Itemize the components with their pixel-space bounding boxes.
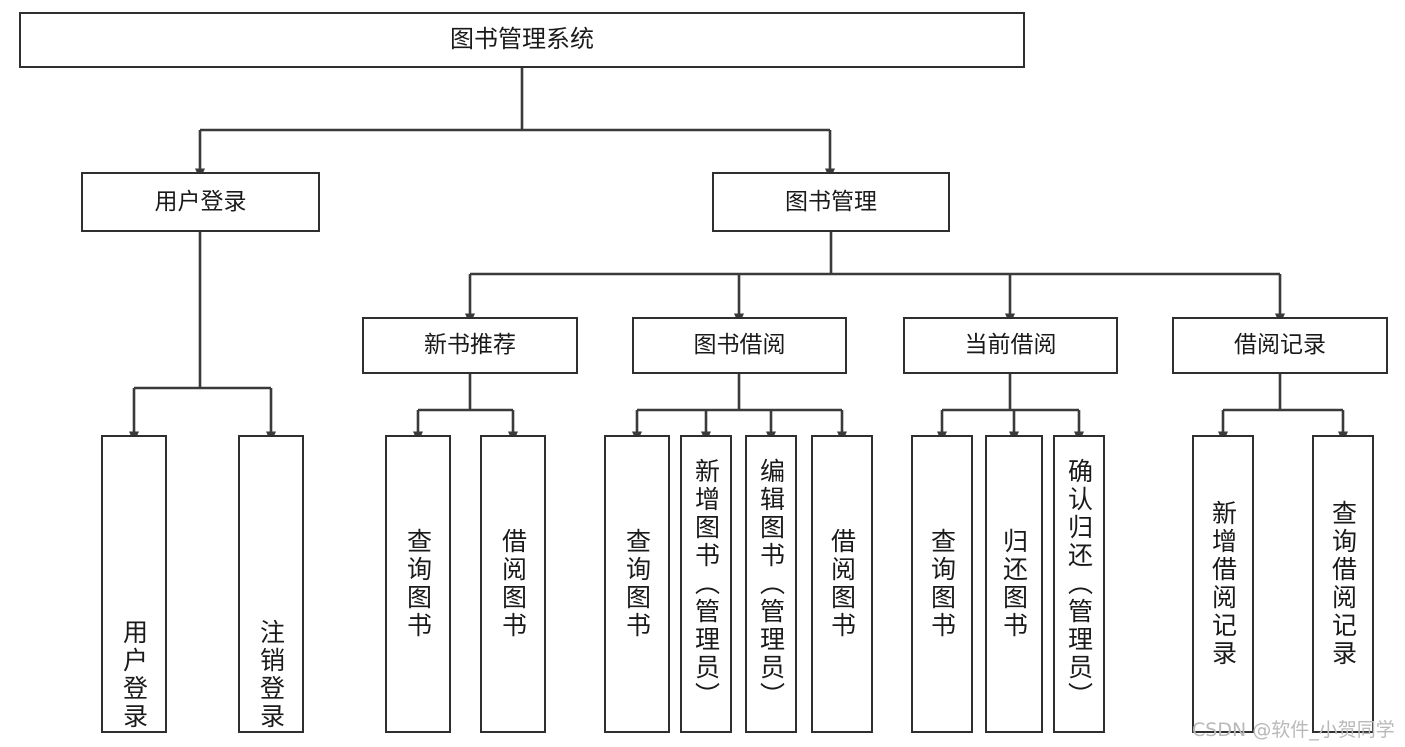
node-leaf-5[interactable]: 新增图书（管理员） bbox=[680, 435, 732, 733]
node-leaf-6[interactable]: 编辑图书（管理员） bbox=[745, 435, 797, 733]
node-leaf-3[interactable]: 借阅图书 bbox=[480, 435, 546, 733]
node-leaf-9[interactable]: 归还图书 bbox=[985, 435, 1043, 733]
node-leaf-12[interactable]: 查询借阅记录 bbox=[1312, 435, 1374, 733]
csdn-watermark: CSDN @软件_小贺同学 bbox=[1192, 719, 1395, 741]
node-label: 图书借阅 bbox=[693, 332, 786, 359]
node-leaf-8[interactable]: 查询图书 bbox=[911, 435, 973, 733]
node-level3-1[interactable]: 图书借阅 bbox=[632, 317, 847, 374]
node-label: 当前借阅 bbox=[964, 332, 1057, 359]
node-leaf-11[interactable]: 新增借阅记录 bbox=[1192, 435, 1254, 733]
node-label: 归还图书 bbox=[999, 528, 1029, 640]
node-level2-1[interactable]: 图书管理 bbox=[712, 172, 950, 232]
node-label: 新书推荐 bbox=[424, 332, 516, 359]
node-label: 新增图书（管理员） bbox=[691, 458, 721, 710]
node-label: 新增借阅记录 bbox=[1208, 500, 1238, 668]
node-leaf-0[interactable]: 用户登录 bbox=[101, 435, 167, 733]
node-level3-0[interactable]: 新书推荐 bbox=[362, 317, 578, 374]
node-level2-0[interactable]: 用户登录 bbox=[81, 172, 320, 232]
node-label: 借阅图书 bbox=[827, 528, 857, 640]
node-label: 查询图书 bbox=[622, 528, 652, 640]
node-label: 借阅图书 bbox=[498, 528, 528, 640]
node-label: 查询借阅记录 bbox=[1328, 500, 1358, 668]
node-root-0[interactable]: 图书管理系统 bbox=[19, 12, 1025, 68]
node-label: 图书管理系统 bbox=[450, 25, 594, 54]
node-leaf-1[interactable]: 注销登录 bbox=[238, 435, 304, 733]
node-leaf-4[interactable]: 查询图书 bbox=[604, 435, 670, 733]
node-level3-3[interactable]: 借阅记录 bbox=[1172, 317, 1388, 374]
node-level3-2[interactable]: 当前借阅 bbox=[903, 317, 1118, 374]
node-label: 注销登录 bbox=[256, 619, 286, 731]
node-label: 借阅记录 bbox=[1234, 332, 1326, 359]
node-leaf-7[interactable]: 借阅图书 bbox=[811, 435, 873, 733]
node-leaf-2[interactable]: 查询图书 bbox=[385, 435, 451, 733]
node-label: 查询图书 bbox=[403, 528, 433, 640]
node-label: 确认归还（管理员） bbox=[1064, 458, 1094, 710]
node-label: 用户登录 bbox=[119, 619, 149, 731]
node-leaf-10[interactable]: 确认归还（管理员） bbox=[1053, 435, 1105, 733]
node-label: 查询图书 bbox=[927, 528, 957, 640]
node-label: 图书管理 bbox=[785, 188, 877, 215]
node-label: 编辑图书（管理员） bbox=[756, 458, 786, 710]
node-label: 用户登录 bbox=[154, 188, 247, 215]
